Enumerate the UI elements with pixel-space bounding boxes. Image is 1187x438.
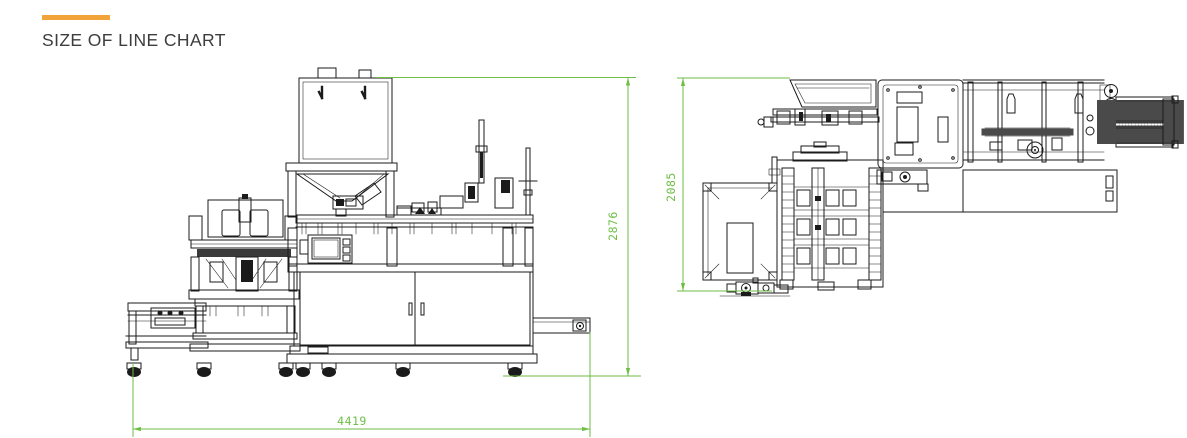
pallet-frame — [702, 182, 778, 281]
ribbed-conveyor — [1097, 95, 1185, 149]
case-forming-unit — [188, 194, 301, 352]
page-title: SIZE OF LINE CHART — [42, 30, 226, 50]
hopper — [285, 67, 398, 218]
title-block: SIZE OF LINE CHART — [42, 15, 226, 51]
title-accent-bar — [42, 15, 110, 20]
height-dimension: 2876 — [376, 77, 641, 377]
outfeed-arm — [532, 317, 591, 334]
stacking-unit — [768, 141, 884, 291]
outfeed-area — [876, 169, 1118, 213]
depth-dimension-label: 2085 — [664, 172, 678, 202]
hmi-panel — [299, 234, 353, 264]
main-cabinet — [286, 271, 538, 364]
product-platform — [287, 119, 538, 273]
plan-view-drawing: 2085 — [664, 77, 1185, 297]
drive-assembly — [719, 277, 791, 297]
width-dimension: 4419 — [132, 332, 591, 437]
casters — [126, 362, 523, 377]
wrapping-unit — [962, 79, 1105, 163]
front-elevation-drawing: 2876 4419 — [125, 67, 641, 437]
electrical-panel — [877, 79, 964, 169]
top-conveyor — [757, 79, 880, 128]
width-dimension-label: 4419 — [337, 414, 367, 428]
depth-dimension: 2085 — [664, 77, 790, 292]
height-dimension-label: 2876 — [606, 211, 620, 241]
